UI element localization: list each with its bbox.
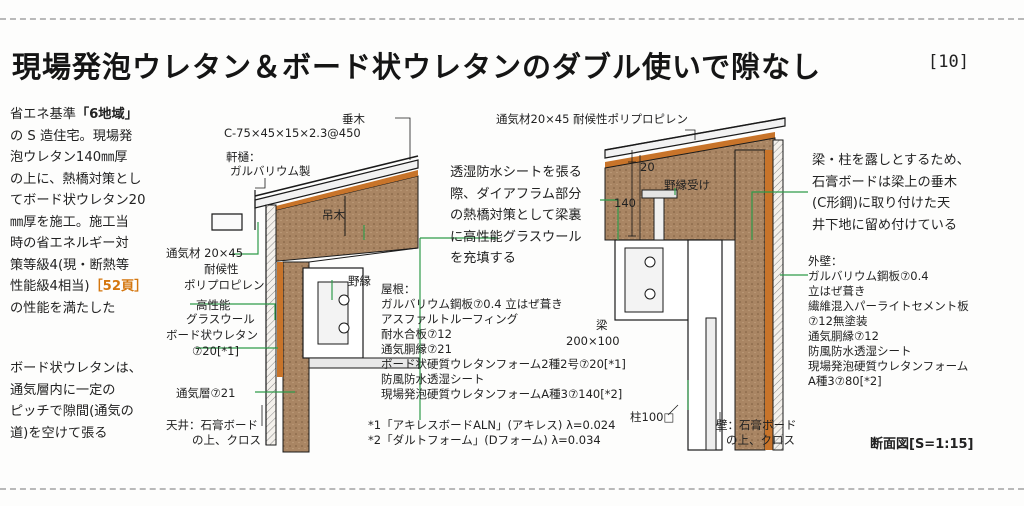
leaders-left: [190, 222, 498, 420]
label-tsukizai-2: 耐候性: [204, 262, 239, 276]
label-board: ボード状ウレタン: [166, 328, 258, 342]
page-title: 現場発泡ウレタン＆ボード状ウレタンのダブル使いで隙なし: [12, 50, 822, 84]
label-glasswool: 高性能: [196, 298, 231, 312]
wall-spec: 外壁： ガルバリウム鋼板⑦0.4 立はぜ葺き 繊維混入パーライトセメント板 ⑦1…: [808, 254, 969, 388]
label-hari: 梁: [596, 318, 608, 332]
label-taruki: 垂木: [342, 112, 365, 126]
right-section-detail: [600, 117, 808, 451]
label-tenjo: 天井：石膏ボード: [166, 418, 258, 432]
label-noen-uke: 野縁受け: [664, 178, 710, 192]
footnotes: *1「アキレスボードALN」(アキレス) λ=0.024 *2「ダルトフォーム」…: [368, 418, 616, 447]
page-number: [10]: [928, 52, 969, 72]
label-tsukizai-top: 通気材20×45 耐候性ポリプロピレン: [496, 112, 689, 126]
label-board-2: ⑦20[*1]: [192, 344, 239, 358]
bolt-right-2: [644, 288, 656, 300]
scale-label: 断面図[S=1:15]: [870, 437, 974, 452]
dim-140: 140: [614, 196, 636, 210]
bolt-left-1: [338, 294, 350, 306]
wall-insulation-right: [734, 149, 766, 451]
label-hashira: 柱100□: [630, 410, 675, 424]
label-tsukizai: 通気材 20×45: [166, 246, 244, 260]
wall-board-urethane-right: [765, 150, 773, 450]
left-eave-detail: [190, 117, 498, 453]
bolt-right-1: [644, 256, 656, 268]
label-taruki-spec: C-75×45×15×2.3@450: [224, 126, 361, 140]
bottom-dashed-border: [0, 488, 1024, 490]
roof-board-urethane-right: [605, 132, 775, 168]
outer-wall-left: [265, 204, 277, 446]
wall-board-urethane-left: [277, 262, 283, 377]
label-noen: 野縁: [348, 274, 371, 288]
center-note: 透湿防水シートを張る 際、ダイアフラム部分 の熱橋対策として梁裏 に高性能グラス…: [450, 165, 582, 266]
beam-web-right: [624, 247, 664, 313]
label-tsukizai-3: ポリプロピレン: [184, 278, 265, 292]
label-noki: 軒樋：: [226, 150, 261, 164]
label-tenjo-2: の上、クロス: [192, 433, 261, 447]
ceiling-board-left: [308, 357, 420, 369]
top-dashed-border: [0, 18, 1024, 20]
roof-board-urethane-left: [268, 170, 418, 212]
beam-web-left: [317, 281, 349, 345]
right-note: 梁・柱を露しとするため、 石膏ボードは梁上の垂木 (C形鋼)に取り付けた天 井下…: [812, 153, 970, 233]
label-glasswool-2: グラスウール: [186, 312, 255, 326]
label-tsukisou: 通気層⑦21: [176, 386, 236, 400]
outer-wall-right: [772, 139, 784, 451]
label-kabe: 壁：石膏ボード: [716, 418, 797, 432]
intro-text: 省エネ基準「6地域」 の S 造住宅。現場発 泡ウレタン140㎜厚 の上に、熱橋…: [10, 107, 148, 316]
label-noki-spec: ガルバリウム製: [230, 164, 311, 178]
bolt-left-2: [338, 322, 350, 334]
label-tsuriki: 吊木: [322, 208, 345, 222]
gutter: [211, 213, 243, 231]
label-hari-spec: 200×100: [566, 334, 620, 348]
roof-spec: 屋根： ガルバリウム鋼板⑦0.4 立はぜ葺き アスファルトルーフィング 耐水合板…: [381, 282, 626, 401]
column-inner: [705, 317, 717, 451]
left-note: ボード状ウレタンは、 通気層内に一定の ピッチで隙間(通気の 道)を空けて張る: [10, 361, 142, 441]
label-kabe-2: の上、クロス: [726, 433, 795, 447]
dim-20: 20: [640, 160, 655, 174]
leaders-right: [600, 188, 808, 410]
